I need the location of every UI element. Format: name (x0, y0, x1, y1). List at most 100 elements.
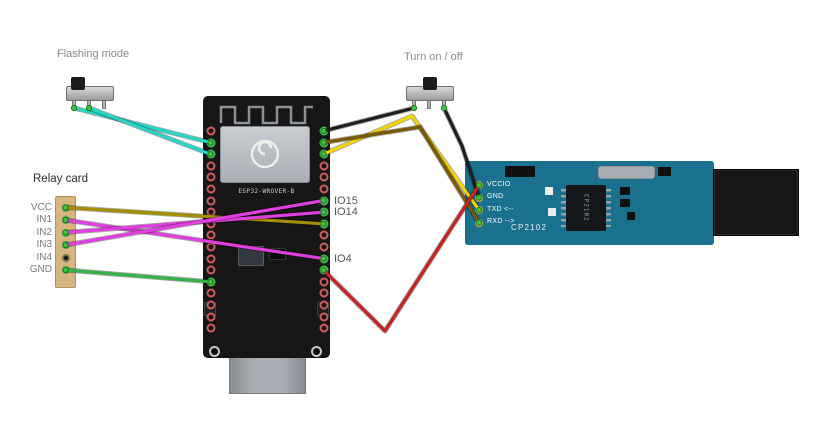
cp2102-pin-1[interactable] (475, 193, 483, 202)
esp32-annotation-io4: IO4 (334, 252, 352, 265)
smd-component (548, 208, 556, 216)
esp32-pin-right-7[interactable] (319, 207, 328, 217)
relay-gnd-wire-segment[interactable] (63, 268, 213, 284)
chip-pins-right (606, 189, 611, 227)
relay-pin-vcc[interactable] (61, 203, 70, 212)
flashing-wire-b[interactable] (85, 104, 214, 158)
esp32-pin-left-10[interactable] (206, 242, 215, 252)
power-to-esp-gnd-wire[interactable] (320, 104, 418, 135)
esp32-pin-right-16[interactable] (319, 312, 328, 322)
cp2102-pin-label-3: RXD --> (487, 218, 515, 225)
switch-leg-3[interactable] (102, 100, 106, 109)
esp32-pin-right-2[interactable] (319, 149, 328, 159)
esp32-pin-right-11[interactable] (319, 254, 328, 264)
cp2102-pin-0[interactable] (475, 181, 483, 189)
esp32-board[interactable]: ESP32-WROVER-B (203, 96, 330, 358)
switch-leg-2[interactable] (427, 100, 431, 109)
chip-pins-left (561, 189, 566, 227)
relay-pin-in4[interactable] (61, 253, 70, 262)
switch-leg-3[interactable] (442, 100, 446, 109)
relay-pin-label-in4: IN4 (36, 251, 52, 263)
esp32-pin-left-11[interactable] (206, 254, 215, 264)
flashing-wire-a-segment[interactable] (72, 106, 213, 145)
relay-pin-label-in3: IN3 (36, 239, 52, 250)
smd-component (620, 199, 630, 207)
esp32-pin-left-1[interactable] (206, 138, 215, 148)
flashing-wire-b-segment[interactable] (86, 105, 213, 157)
relay-pin-label-in1: IN1 (36, 214, 52, 225)
cp2102-pin-label-0: VCCIO (487, 180, 511, 188)
switch-leg-1[interactable] (72, 100, 76, 109)
esp32-pin-left-13[interactable] (206, 277, 215, 287)
esp32-pin-right-10[interactable] (319, 242, 328, 252)
relay-pin-label-vcc: VCC (30, 201, 52, 213)
relay-pin-in2[interactable] (61, 228, 70, 237)
relay-pin-in1[interactable] (61, 216, 70, 224)
esp32-component (269, 248, 286, 260)
esp32-pin-right-8[interactable] (319, 219, 328, 229)
relay-pin-gnd[interactable] (61, 266, 70, 274)
esp32-pin-right-1[interactable] (319, 138, 328, 148)
esp32-pin-right-3[interactable] (319, 161, 328, 171)
cp2102-component (505, 166, 535, 177)
esp32-pin-left-14[interactable] (206, 288, 215, 298)
flashing-wire-a[interactable] (70, 104, 214, 146)
cp2102-chip: CP2102 (561, 185, 611, 231)
pcb-antenna (219, 105, 313, 125)
cp2102-pin-3[interactable] (475, 218, 483, 227)
flashing-mode-label: Flashing mode (57, 48, 130, 60)
esp32-pin-right-15[interactable] (319, 300, 328, 310)
relay-gnd-wire[interactable] (62, 266, 214, 285)
esp32-pin-left-12[interactable] (206, 265, 215, 275)
smd-component (627, 212, 635, 220)
espressif-logo-icon (250, 139, 280, 169)
cp2102-component (658, 167, 671, 176)
esp32-chip (238, 246, 264, 266)
relay-card-label: Relay card (33, 173, 88, 185)
esp32-pin-right-4[interactable] (319, 172, 328, 182)
esp32-pin-right-13[interactable] (319, 277, 328, 287)
esp32-pin-right-5[interactable] (319, 184, 328, 194)
flashing-wire-b-segment[interactable] (87, 106, 213, 156)
esp32-pin-left-15[interactable] (206, 300, 215, 310)
esp32-pin-right-6[interactable] (319, 196, 328, 206)
esp32-wrover-shield (220, 126, 310, 183)
turn-on-off-label: Turn on / off (404, 51, 463, 63)
esp32-pin-right-14[interactable] (319, 288, 328, 298)
esp32-annotation-io14: IO14 (334, 206, 358, 219)
relay-pin-label-in2: IN2 (36, 226, 52, 238)
power-to-esp-gnd-wire-segment[interactable] (321, 106, 416, 133)
esp32-pin-left-5[interactable] (206, 184, 215, 194)
switch-leg-2[interactable] (87, 100, 91, 109)
power-to-esp-gnd-wire-segment[interactable] (321, 105, 417, 134)
esp32-pin-right-17[interactable] (319, 323, 328, 333)
relay-pin-in3[interactable] (61, 241, 70, 249)
relay-pin-label-gnd: GND (29, 264, 52, 275)
esp32-pin-left-0[interactable] (206, 126, 215, 136)
esp32-pin-left-8[interactable] (206, 219, 215, 229)
power-switch[interactable] (406, 77, 454, 110)
switch-knob[interactable] (423, 77, 437, 90)
cp2102-pin-label-1: GND (487, 193, 504, 200)
switch-leg-1[interactable] (412, 100, 416, 109)
cp2102-board-label: CP2102 (511, 223, 548, 232)
esp32-pin-left-7[interactable] (206, 207, 215, 217)
esp32-pin-left-6[interactable] (206, 196, 215, 206)
esp32-pin-right-0[interactable] (319, 126, 328, 136)
flashing-mode-switch[interactable] (66, 77, 114, 110)
smd-component (545, 187, 553, 195)
flashing-wire-a-segment[interactable] (71, 105, 213, 146)
esp32-pin-left-4[interactable] (206, 172, 215, 182)
switch-knob[interactable] (71, 77, 85, 90)
esp32-pin-right-12[interactable] (319, 265, 328, 275)
esp32-pin-left-17[interactable] (206, 323, 215, 333)
cp2102-pin-2[interactable] (475, 206, 483, 214)
esp32-pin-left-9[interactable] (206, 230, 215, 240)
esp32-pin-left-3[interactable] (206, 161, 215, 171)
esp32-pin-right-9[interactable] (319, 230, 328, 240)
relay-gnd-wire-segment[interactable] (63, 267, 213, 285)
esp32-pin-left-16[interactable] (206, 312, 215, 322)
cp2102-adapter-board[interactable]: CP2102 CP2102 (465, 161, 714, 245)
esp32-pin-left-2[interactable] (206, 149, 215, 159)
